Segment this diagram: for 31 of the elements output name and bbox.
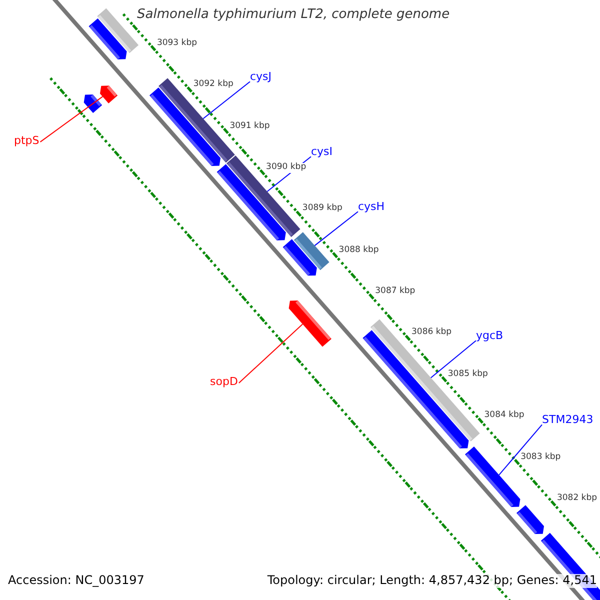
- scale-label: 3093 kbp: [156, 38, 198, 49]
- footer-note: Topology: circular; Length: 4,857,432 bp; Genes: 4,541: [267, 574, 597, 588]
- scale-label: 3082 kbp: [556, 494, 598, 504]
- footer-note: Accession: NC_003197: [8, 574, 144, 588]
- leader-line: [202, 81, 250, 120]
- scale-label: 3087 kbp: [375, 287, 416, 297]
- scale-label: 3092 kbp: [193, 80, 234, 90]
- gene-label: sopD: [210, 376, 238, 389]
- scale-label: 3083 kbp: [520, 452, 561, 462]
- scale-label: 3084 kbp: [484, 411, 524, 422]
- scale-label: 3091 kbp: [230, 122, 270, 132]
- gene-label: cysI: [311, 146, 333, 159]
- leader-line: [498, 424, 542, 476]
- gene-bar: [100, 86, 118, 104]
- scale-label: 3089 kbp: [302, 204, 342, 214]
- gene-label: cysJ: [250, 71, 272, 84]
- gene-bar: [288, 300, 332, 347]
- gene-label: ygcB: [476, 330, 504, 343]
- scale-label: 3088 kbp: [338, 246, 379, 256]
- gene-label: cysH: [358, 201, 385, 214]
- gene-label: STM2943: [542, 414, 594, 427]
- map-title: Salmonella typhimurium LT2, complete genome: [137, 8, 450, 23]
- scale-label: 3090 kbp: [266, 162, 306, 173]
- gene-bar: [465, 446, 520, 507]
- leader-line: [238, 324, 304, 384]
- leader-line: [430, 340, 476, 378]
- leader-line: [40, 96, 104, 142]
- scale-label: 3086 kbp: [412, 328, 452, 338]
- feature-bar: [294, 232, 330, 270]
- scale-label: 3085 kbp: [448, 370, 488, 380]
- gene-label: ptpS: [14, 135, 40, 148]
